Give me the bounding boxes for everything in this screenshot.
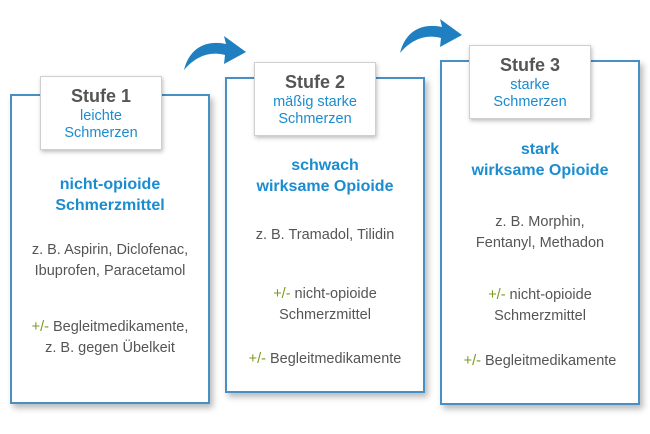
stage-3-addon-2: +/- Begleitmedikamente: [442, 351, 638, 372]
stage-1-addon: +/- Begleitmedikamente, z. B. gegen Übel…: [12, 317, 208, 359]
curved-arrow-right-icon: [400, 19, 462, 53]
stage-3-addon-1: +/- nicht-opioide Schmerzmittel: [442, 285, 638, 327]
plus-minus-sign: +/-: [488, 287, 506, 303]
stage-3-heading: stark wirksame Opioide: [471, 141, 609, 179]
stage-1-heading: nicht-opioide Schmerzmittel: [55, 176, 165, 214]
stage-2-addon-1-text: nicht-opioide Schmerzmittel: [279, 286, 377, 323]
stage-2-addon-1: +/- nicht-opioide Schmerzmittel: [227, 284, 423, 326]
stage-1-examples: z. B. Aspirin, Diclofenac, Ibuprofen, Pa…: [31, 242, 189, 279]
stage-3-tab: Stufe 3 starke Schmerzen: [469, 45, 591, 119]
stage-2-subtitle: mäßig starke Schmerzen: [273, 94, 357, 127]
stage-2-addon-2-text: Begleitmedikamente: [265, 351, 402, 367]
stage-2-addon-2: +/- Begleitmedikamente: [227, 349, 423, 370]
stage-1-tab: Stufe 1 leichte Schmerzen: [40, 76, 162, 150]
stage-3-examples: z. B. Morphin, Fentanyl, Methadon: [475, 214, 605, 251]
stage-1-addon-text: Begleitmedikamente, z. B. gegen Übelkeit: [45, 319, 189, 356]
stage-3-title: Stufe 3: [499, 55, 560, 75]
plus-minus-sign: +/-: [248, 351, 266, 367]
stage-3-subtitle: starke Schmerzen: [493, 77, 567, 110]
stage-2-examples: z. B. Tramadol, Tilidin: [255, 227, 395, 243]
plus-minus-sign: +/-: [273, 286, 291, 302]
plus-minus-sign: +/-: [31, 319, 49, 335]
stage-1-title: Stufe 1: [70, 86, 131, 106]
curved-arrow-right-icon: [184, 36, 246, 70]
plus-minus-sign: +/-: [463, 353, 481, 369]
stage-2-tab: Stufe 2 mäßig starke Schmerzen: [254, 62, 376, 136]
stage-2-heading: schwach wirksame Opioide: [256, 157, 394, 195]
stage-3-addon-1-text: nicht-opioide Schmerzmittel: [494, 287, 592, 324]
stage-2-title: Stufe 2: [284, 72, 345, 92]
stage-1-subtitle: leichte Schmerzen: [64, 108, 138, 141]
stage-3-addon-2-text: Begleitmedikamente: [480, 353, 617, 369]
